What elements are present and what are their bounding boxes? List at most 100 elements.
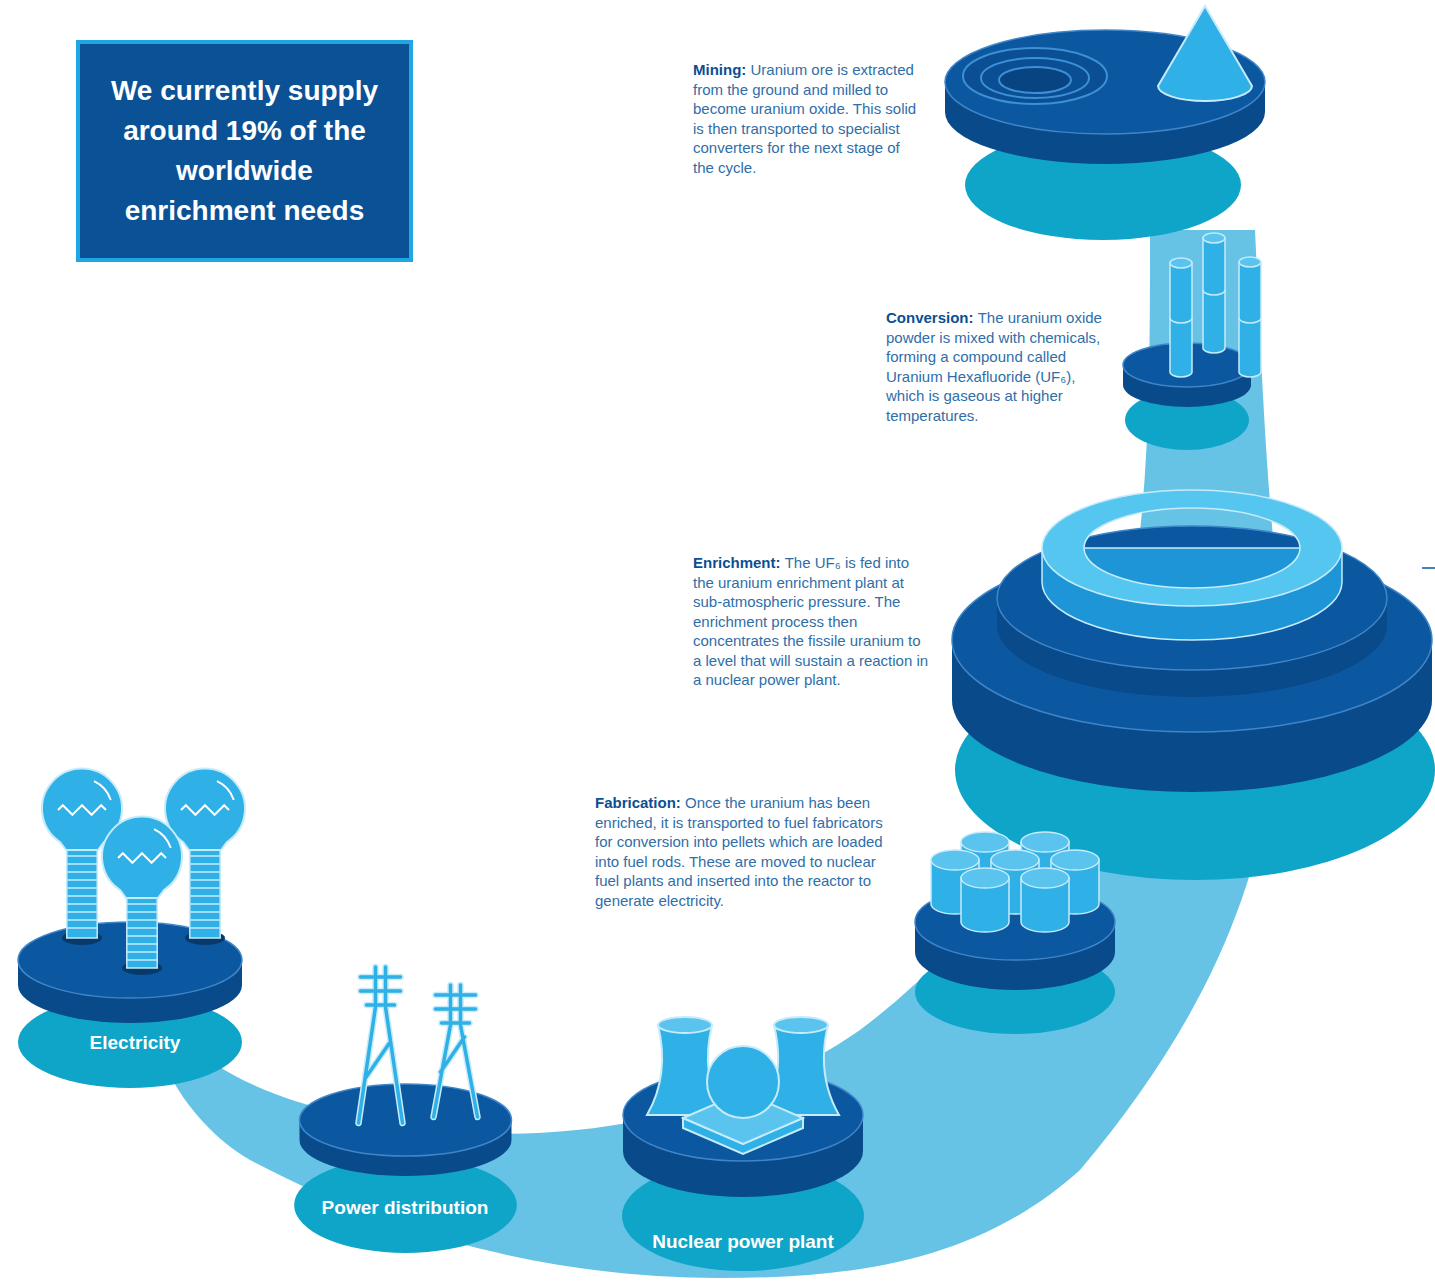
stage-label-holder: Nuclear power plant [618, 1230, 868, 1253]
bulb-thread [127, 943, 157, 945]
stage-paragraph: Enrichment:The UF₆ is fed into the urani… [693, 553, 933, 690]
conversion-disc-part [1170, 263, 1192, 377]
conversion-disc-part [1203, 290, 1225, 295]
mining-disc-part [1158, 6, 1252, 101]
bulb-thread [190, 911, 220, 913]
bulb-screw [67, 848, 97, 938]
bulb-screw [190, 848, 220, 938]
bulb-thread [127, 951, 157, 953]
bulb-highlight [154, 829, 171, 848]
stage-description: The UF₆ is fed into the uranium enrichme… [693, 554, 928, 688]
fabrication-disc-part [961, 832, 1009, 852]
bulb-thread [67, 895, 97, 897]
enrichment-disc-part [1042, 490, 1342, 606]
edge-tick [1422, 567, 1435, 569]
bulb-screw [127, 896, 157, 968]
bulb-thread [67, 879, 97, 881]
cooling-tower-top [658, 1017, 712, 1033]
bulb-thread [190, 871, 220, 873]
stage-description: Uranium ore is extracted from the ground… [693, 61, 916, 176]
stat-box: We currently supply around 19% of the wo… [76, 40, 413, 262]
stage-heading: Enrichment: [693, 554, 781, 571]
bulb-thread [67, 919, 97, 921]
bulb-thread [190, 919, 220, 921]
stage-note: Fabrication:Once the uranium has been en… [595, 793, 895, 910]
bulb-filament [58, 805, 106, 815]
bulb-thread [127, 903, 157, 905]
enrichment-disc [952, 490, 1435, 880]
bulb-thread [127, 911, 157, 913]
conversion-disc-part [1170, 258, 1192, 268]
cooling-tower-top [774, 1017, 828, 1033]
fabrication-disc-part [1021, 868, 1069, 888]
bulb-thread [190, 879, 220, 881]
stage-icon [647, 1017, 839, 1154]
pylon-outline [358, 967, 402, 1123]
bulb-thread [127, 959, 157, 961]
conversion-disc [1123, 233, 1261, 450]
mining-disc [945, 6, 1265, 240]
disc-top [299, 1084, 511, 1156]
stage-icon [42, 769, 245, 975]
bulb-thread [67, 871, 97, 873]
bulb-thread [67, 903, 97, 905]
pylon [433, 985, 477, 1117]
bulb-thread [190, 903, 220, 905]
stage-label-holder: Electricity [10, 1031, 260, 1054]
fabrication-disc-part [931, 850, 979, 870]
stage-paragraph: Conversion:The uranium oxide powder is m… [886, 308, 1104, 425]
stage-disc: Power distribution [292, 955, 519, 1257]
stage-label: Electricity [90, 1031, 181, 1054]
stage-label: Nuclear power plant [652, 1230, 834, 1253]
bulb-thread [190, 887, 220, 889]
bulb-highlight [94, 781, 111, 800]
stage-disc: Nuclear power plant [618, 1000, 868, 1276]
mining-disc-part [963, 48, 1107, 104]
conversion-disc-part [1239, 257, 1261, 267]
stage-note: Mining:Uranium ore is extracted from the… [693, 60, 923, 177]
stat-text: We currently supply around 19% of the wo… [98, 71, 391, 231]
stage-note: Enrichment:The UF₆ is fed into the urani… [693, 553, 933, 690]
bulb-thread [190, 927, 220, 929]
pylon [358, 967, 402, 1123]
pylon-outline [433, 985, 477, 1117]
bulb-glass [102, 817, 182, 898]
stage-label: Power distribution [322, 1196, 489, 1219]
bulb-highlight [217, 781, 234, 800]
mining-disc-part [981, 58, 1089, 98]
bulb-thread [67, 863, 97, 865]
bulb-thread [190, 855, 220, 857]
bulb-thread [67, 927, 97, 929]
stage-note: Conversion:The uranium oxide powder is m… [886, 308, 1104, 425]
fabrication-disc-part [961, 868, 1009, 888]
stage-heading: Fabrication: [595, 794, 681, 811]
bulb-thread [67, 911, 97, 913]
bulb-thread [190, 895, 220, 897]
bulb-thread [127, 927, 157, 929]
reactor-dome [707, 1046, 779, 1118]
bulb-filament [118, 853, 166, 863]
bulb-thread [127, 935, 157, 937]
stage-heading: Conversion: [886, 309, 974, 326]
conversion-disc-part [1203, 233, 1225, 243]
stage-label-holder: Power distribution [292, 1196, 519, 1219]
fabrication-disc [915, 832, 1115, 1034]
bulb-thread [127, 919, 157, 921]
bulb-thread [67, 887, 97, 889]
conversion-disc-part [1170, 318, 1192, 323]
stage-description: Once the uranium has been enriched, it i… [595, 794, 883, 909]
conversion-disc-part [1239, 318, 1261, 323]
fabrication-disc-part [1021, 832, 1069, 852]
stage-description: The uranium oxide powder is mixed with c… [886, 309, 1102, 424]
conversion-disc-part [1239, 262, 1261, 377]
stage-paragraph: Fabrication:Once the uranium has been en… [595, 793, 895, 910]
stage-paragraph: Mining:Uranium ore is extracted from the… [693, 60, 923, 177]
bulb-thread [190, 863, 220, 865]
stage-icon [358, 967, 477, 1123]
fabrication-disc-part [991, 850, 1039, 870]
bulb-thread [67, 855, 97, 857]
stage-disc: Electricity [10, 740, 260, 1090]
mining-disc-part [999, 67, 1071, 93]
